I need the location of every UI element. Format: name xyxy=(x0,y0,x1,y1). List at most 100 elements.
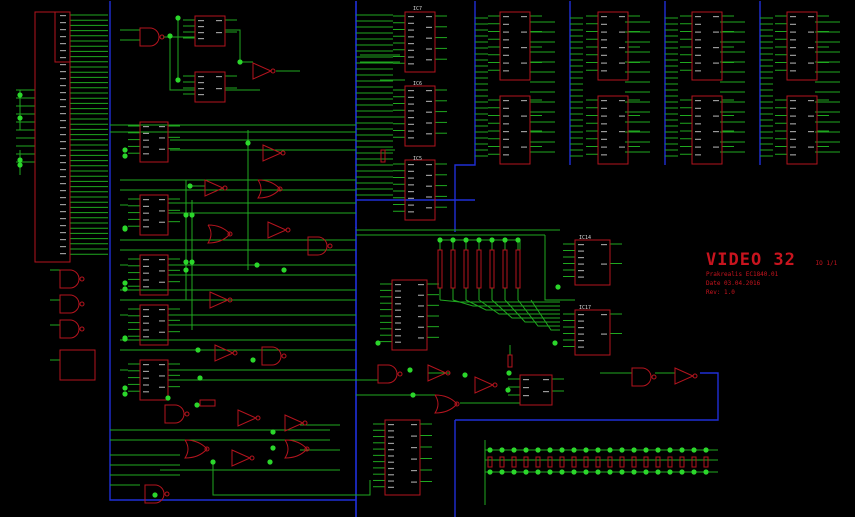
pin-text xyxy=(143,286,149,288)
pin-text xyxy=(60,162,66,164)
ic-small xyxy=(59,349,96,381)
junction-dot xyxy=(535,447,541,453)
gate-body xyxy=(207,224,231,244)
pin-text xyxy=(411,470,417,472)
pin-text xyxy=(143,259,149,261)
pin-text xyxy=(503,70,509,72)
pin-text xyxy=(60,134,66,136)
pin-text xyxy=(60,197,66,199)
counter-ic xyxy=(139,254,169,296)
resistor xyxy=(583,456,589,468)
junction-dot xyxy=(559,447,565,453)
pin-text xyxy=(619,62,625,64)
gate-body xyxy=(184,439,208,459)
pin-text xyxy=(695,100,701,102)
pin-text xyxy=(543,379,549,381)
pin-text xyxy=(388,486,394,488)
gate-bubble xyxy=(184,411,190,417)
pin-text xyxy=(143,226,149,228)
junction-dot xyxy=(583,469,589,475)
gate-bubble xyxy=(164,491,170,497)
pin-text xyxy=(159,126,165,128)
pin-text xyxy=(503,107,509,109)
junction-dot xyxy=(505,387,511,393)
pin-text xyxy=(408,63,414,65)
ram-chip xyxy=(786,95,818,165)
junction-dot xyxy=(375,340,381,346)
pin-text xyxy=(408,117,414,119)
pin-text xyxy=(408,170,414,172)
gate-body xyxy=(257,179,281,199)
resistor xyxy=(380,149,386,163)
junction-dot xyxy=(407,367,413,373)
pin-text xyxy=(60,57,66,59)
pin-text xyxy=(159,137,165,139)
pin-text xyxy=(695,47,701,49)
pin-text xyxy=(790,62,796,64)
pin-text xyxy=(503,131,509,133)
junction-dot xyxy=(489,237,495,243)
pin-text xyxy=(601,47,607,49)
pin-text xyxy=(619,16,625,18)
pin-text xyxy=(426,37,432,39)
junction-dot xyxy=(511,447,517,453)
ram-chip xyxy=(691,95,723,165)
pin-text xyxy=(790,154,796,156)
gate-bubble xyxy=(651,374,657,380)
junction-dot xyxy=(122,147,128,153)
pin-text xyxy=(601,39,607,41)
pin-text xyxy=(388,455,394,457)
pin-text xyxy=(216,20,222,22)
gate-bubble xyxy=(327,243,333,249)
pin-text xyxy=(60,141,66,143)
pin-text xyxy=(408,197,414,199)
pin-text xyxy=(790,54,796,56)
resistor xyxy=(691,456,697,468)
pin-text xyxy=(695,123,701,125)
pin-text xyxy=(198,20,204,22)
resistor xyxy=(643,456,649,468)
junction-dot xyxy=(122,385,128,391)
pin-text xyxy=(503,123,509,125)
pin-text xyxy=(601,100,607,102)
pin-text xyxy=(395,322,401,324)
pin-text xyxy=(790,138,796,140)
junction-dot xyxy=(643,469,649,475)
pin-text xyxy=(578,276,584,278)
pin-text xyxy=(60,29,66,31)
pin-text xyxy=(60,85,66,87)
pin-text xyxy=(60,253,66,255)
resistor xyxy=(619,456,625,468)
pin-text xyxy=(695,70,701,72)
gate-body xyxy=(261,346,282,366)
pin-text xyxy=(426,59,432,61)
pin-text xyxy=(395,303,401,305)
pin-text xyxy=(408,56,414,58)
gate-bubble xyxy=(280,150,286,156)
gate-bubble xyxy=(270,68,276,74)
pin-text xyxy=(619,131,625,133)
pin-text xyxy=(523,387,529,389)
project-name: Prakrealis EC1840.01 xyxy=(706,271,779,278)
pin-text xyxy=(418,294,424,296)
gate-body xyxy=(59,294,80,314)
pin-text xyxy=(713,16,719,18)
junction-dot xyxy=(194,402,200,408)
pin-text xyxy=(388,442,394,445)
pin-text xyxy=(695,62,701,64)
pin-text xyxy=(395,341,401,343)
counter-ic xyxy=(139,359,169,401)
pin-text xyxy=(411,435,417,437)
pin-text xyxy=(521,146,527,148)
wire xyxy=(212,462,371,496)
gate-bubble xyxy=(227,231,233,237)
gate-body xyxy=(631,367,652,387)
flipflop-a xyxy=(194,15,226,47)
pin-text xyxy=(418,284,424,286)
pin-text xyxy=(601,62,607,64)
pin-text xyxy=(503,23,509,25)
pin-text xyxy=(159,309,165,311)
junction-dot xyxy=(502,237,508,243)
pin-text xyxy=(143,322,149,324)
pin-text xyxy=(60,232,66,234)
